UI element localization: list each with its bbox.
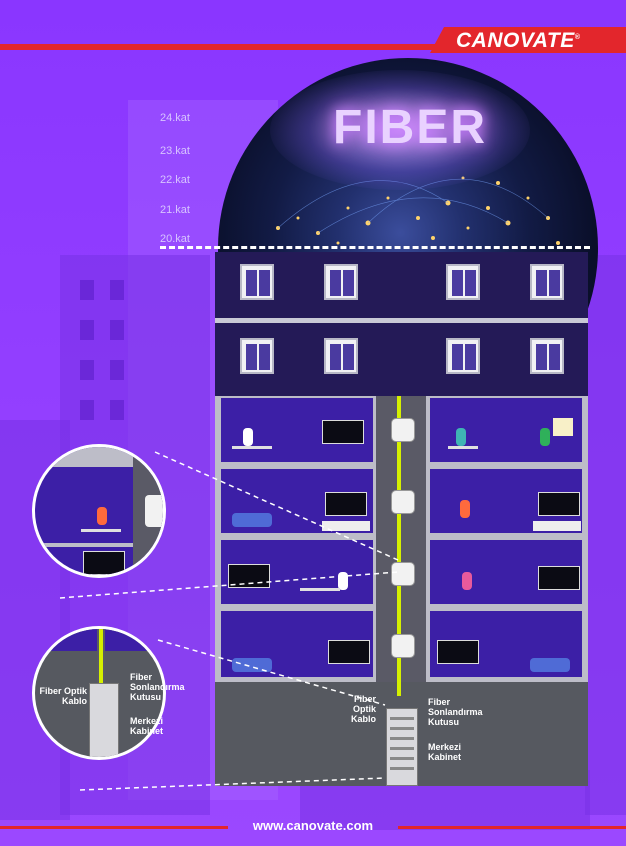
fiber-cable-label: Fiber Optik Kablo [39, 686, 87, 706]
fiber-termination-box [391, 490, 415, 514]
person [243, 428, 253, 446]
floor-slab [35, 543, 133, 547]
person [462, 572, 472, 590]
fiber-termination-box [391, 634, 415, 658]
floor-label: 20.kat [160, 233, 190, 245]
window [446, 264, 480, 300]
desk [300, 588, 340, 591]
fiber-cable-label: Fiber Optik Kablo [350, 694, 376, 724]
sofa [232, 513, 272, 527]
fiber-optic-cable [99, 629, 103, 685]
header-red-line [0, 44, 440, 50]
fiber-termination-box [145, 495, 163, 527]
person [97, 507, 107, 525]
tv [538, 492, 580, 516]
tv [322, 420, 364, 444]
background-window [80, 280, 94, 300]
window [240, 338, 274, 374]
floor-divider [160, 246, 590, 249]
floor-label: 23.kat [160, 145, 190, 157]
footer-red-line [0, 826, 228, 829]
floor-label: 22.kat [160, 174, 190, 186]
background-building [585, 255, 626, 815]
background-window [80, 320, 94, 340]
floor-label: 24.kat [160, 112, 190, 124]
footer-red-line [398, 826, 626, 829]
window [240, 264, 274, 300]
background-window [80, 400, 94, 420]
background-window [110, 400, 124, 420]
fiber-termination-box [391, 562, 415, 586]
window [530, 264, 564, 300]
central-cabinet [89, 683, 119, 757]
desk [232, 446, 272, 449]
desk [448, 446, 478, 449]
background-window [110, 280, 124, 300]
building-upper-floors [215, 252, 588, 396]
window [446, 338, 480, 374]
zoom-circle-apartment [32, 444, 166, 578]
central-cabinet-label: Merkezi Kabinet [130, 716, 164, 736]
ceiling [35, 447, 163, 467]
logo-banner [430, 27, 626, 53]
tv-cabinet [322, 521, 370, 531]
background-window [80, 360, 94, 380]
background-window [110, 360, 124, 380]
tv [328, 640, 370, 664]
tv [437, 640, 479, 664]
person [338, 572, 348, 590]
brand-logo: CANOVATE® [456, 29, 581, 52]
window [530, 338, 564, 374]
person [540, 428, 550, 446]
termination-box-label: Fiber Sonlandırma Kutusu [130, 672, 185, 702]
sofa [530, 658, 570, 672]
tv [325, 492, 367, 516]
floor-label: 21.kat [160, 204, 190, 216]
central-cabinet-label: Merkezi Kabinet [428, 742, 462, 762]
window [324, 338, 358, 374]
fiber-optic-cable [397, 396, 401, 696]
tv-cabinet [533, 521, 581, 531]
desk [81, 529, 121, 532]
background-window [110, 320, 124, 340]
sofa [232, 658, 272, 672]
title-glow [270, 70, 530, 190]
window [324, 264, 358, 300]
whiteboard [553, 418, 573, 436]
zoom-circle-basement [32, 626, 166, 760]
person [456, 428, 466, 446]
person [460, 500, 470, 518]
central-cabinet [386, 708, 418, 786]
website-link[interactable]: www.canovate.com [252, 818, 374, 833]
hero-title: FIBER [333, 101, 487, 154]
floor-separator [215, 318, 588, 323]
fiber-termination-box [391, 418, 415, 442]
termination-box-label: Fiber Sonlandırma Kutusu [428, 697, 483, 727]
tv [538, 566, 580, 590]
tv [83, 551, 125, 575]
